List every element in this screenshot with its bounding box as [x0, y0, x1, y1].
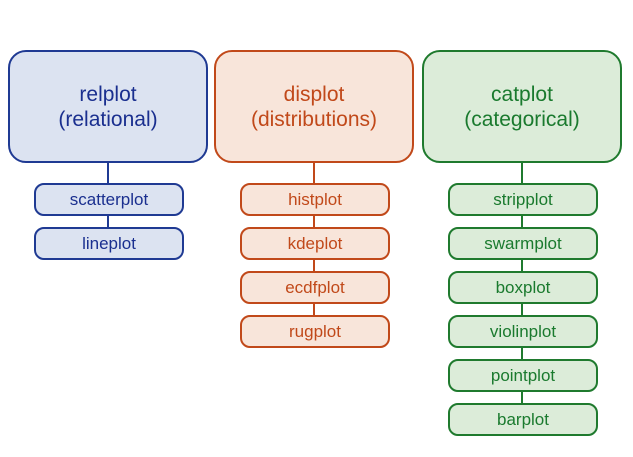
- node-scatterplot[interactable]: scatterplot: [34, 183, 184, 216]
- node-pointplot[interactable]: pointplot: [448, 359, 598, 392]
- node-swarmplot-label: swarmplot: [484, 233, 562, 253]
- node-histplot[interactable]: histplot: [240, 183, 390, 216]
- node-barplot-label: barplot: [497, 409, 549, 429]
- node-swarmplot[interactable]: swarmplot: [448, 227, 598, 260]
- node-rugplot[interactable]: rugplot: [240, 315, 390, 348]
- node-catplot[interactable]: catplot (categorical): [422, 50, 622, 163]
- diagram-column-relplot: relplot (relational) scatterplot lineplo…: [8, 0, 208, 457]
- node-stripplot-label: stripplot: [493, 189, 553, 209]
- node-barplot[interactable]: barplot: [448, 403, 598, 436]
- node-kdeplot-label: kdeplot: [287, 233, 343, 253]
- node-boxplot[interactable]: boxplot: [448, 271, 598, 304]
- node-rugplot-label: rugplot: [289, 321, 341, 341]
- node-displot-label: displot (distributions): [250, 82, 378, 131]
- node-lineplot-label: lineplot: [82, 233, 136, 253]
- node-stripplot[interactable]: stripplot: [448, 183, 598, 216]
- node-scatterplot-label: scatterplot: [69, 189, 149, 209]
- node-relplot[interactable]: relplot (relational): [8, 50, 208, 163]
- node-pointplot-label: pointplot: [490, 365, 556, 385]
- diagram-column-displot: displot (distributions) histplot kdeplot…: [214, 0, 414, 457]
- node-violinplot[interactable]: violinplot: [448, 315, 598, 348]
- diagram-column-catplot: catplot (categorical) stripplot swarmplo…: [422, 0, 622, 457]
- node-ecdfplot-label: ecdfplot: [285, 277, 345, 297]
- node-boxplot-label: boxplot: [495, 277, 551, 297]
- node-histplot-label: histplot: [288, 189, 342, 209]
- node-relplot-label: relplot (relational): [58, 82, 158, 131]
- node-ecdfplot[interactable]: ecdfplot: [240, 271, 390, 304]
- node-catplot-label: catplot (categorical): [464, 82, 580, 131]
- node-displot[interactable]: displot (distributions): [214, 50, 414, 163]
- node-lineplot[interactable]: lineplot: [34, 227, 184, 260]
- node-violinplot-label: violinplot: [489, 321, 557, 341]
- node-kdeplot[interactable]: kdeplot: [240, 227, 390, 260]
